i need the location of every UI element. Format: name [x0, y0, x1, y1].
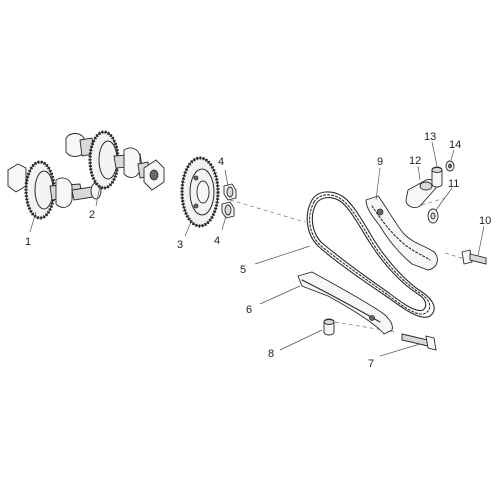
callout-4-upper: 4	[218, 156, 224, 168]
callout-3: 3	[177, 239, 183, 251]
callout-8: 8	[268, 348, 274, 360]
callout-6: 6	[246, 304, 252, 316]
spacer-8	[323, 318, 335, 336]
callout-14: 14	[449, 139, 461, 151]
camshaft-1	[7, 160, 102, 220]
camshaft-2	[65, 130, 165, 191]
callout-9: 9	[377, 156, 383, 168]
spring-13	[431, 166, 443, 188]
bushing-4-lower	[221, 201, 235, 219]
callout-4-lower: 4	[214, 235, 220, 247]
callout-1: 1	[25, 236, 31, 248]
callout-5: 5	[240, 264, 246, 276]
callout-2: 2	[89, 209, 95, 221]
callout-leaders	[29, 141, 485, 357]
callout-11: 11	[448, 178, 459, 190]
callout-labels: 1 2 3 4 4 5 6 7 8 9 10 11 12 13 14	[25, 131, 491, 370]
chain-guide-6	[297, 271, 393, 335]
bushing-4-upper	[223, 183, 237, 201]
callout-7: 7	[368, 358, 374, 370]
screw-7	[401, 333, 437, 351]
timing-chain-5	[306, 191, 435, 318]
callout-10: 10	[479, 215, 491, 227]
sprocket-3	[180, 156, 220, 228]
pivot-screw-10	[461, 249, 487, 265]
callout-12: 12	[409, 155, 421, 167]
seal-ring-14	[445, 160, 455, 172]
washer-11	[427, 208, 439, 224]
tensioner-plunger-12	[405, 179, 437, 209]
tensioner-slider-9	[365, 195, 438, 271]
callout-13: 13	[424, 131, 436, 143]
